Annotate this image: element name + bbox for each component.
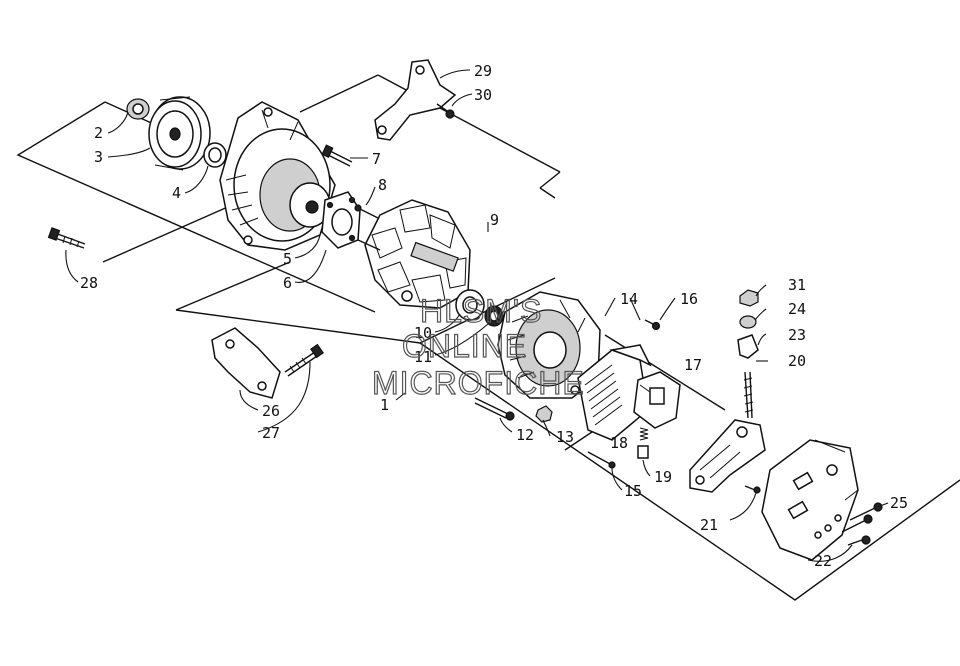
callout-28: 28 (80, 274, 98, 292)
part-28-bolt (47, 227, 86, 249)
part-13-nut (535, 405, 553, 423)
callout-1: 1 (380, 396, 389, 414)
leader-lines (65, 69, 889, 562)
callout-9: 9 (490, 211, 499, 229)
part-4-collar (203, 142, 227, 168)
callout-21: 21 (700, 516, 718, 534)
callout-3: 3 (94, 148, 103, 166)
part-26-bracket (211, 327, 281, 399)
part-22-rear-cover (761, 439, 859, 561)
watermark-line-2: ONLINE (402, 328, 527, 364)
callout-15: 15 (624, 482, 642, 500)
part-5-plate (321, 191, 361, 249)
part-30-bolt (436, 103, 455, 119)
callout-24: 24 (788, 300, 806, 318)
callout-27: 27 (262, 424, 280, 442)
part-10-bearing (455, 289, 485, 321)
watermark-line-1: HLSM'S (420, 293, 542, 329)
slip-ring-end-housing (497, 291, 601, 399)
part-27-bolt (284, 343, 324, 377)
part-29-bracket (374, 59, 457, 141)
callout-2: 2 (94, 124, 103, 142)
callout-23: 23 (788, 326, 806, 344)
callout-4: 4 (172, 184, 181, 202)
part-2-nut (126, 98, 150, 120)
part-7-bolt (321, 144, 353, 167)
part-19-brush (637, 445, 649, 459)
callout-18: 18 (610, 434, 628, 452)
callout-14: 14 (620, 290, 638, 308)
callout-7: 7 (372, 150, 381, 168)
callout-16: 16 (680, 290, 698, 308)
part-17-brush-holder (633, 371, 681, 429)
callout-5: 5 (283, 250, 292, 268)
callout-29: 29 (474, 62, 492, 80)
callout-17: 17 (684, 356, 702, 374)
part-12-bolt (474, 397, 515, 421)
callout-10: 10 (414, 324, 432, 342)
callout-30: 30 (474, 86, 492, 104)
callout-8: 8 (378, 176, 387, 194)
watermark: HLSM'S ONLINE MICROFICHE (371, 292, 585, 401)
callout-22: 22 (814, 552, 832, 570)
part-9-rotor (357, 199, 471, 309)
callout-11: 11 (414, 348, 432, 366)
callout-31: 31 (788, 276, 806, 294)
callout-26: 26 (262, 402, 280, 420)
part-16-screw (644, 319, 661, 331)
part-23-insulator (737, 334, 759, 359)
part-31-nut (739, 289, 759, 307)
callout-20: 20 (788, 352, 806, 370)
callout-6: 6 (283, 274, 292, 292)
part-3-pulley (148, 96, 211, 171)
part-15-screw (587, 451, 616, 469)
watermark-line-3: MICROFICHE (372, 365, 585, 401)
part-11-washer (484, 305, 504, 327)
part-8-screw (354, 204, 379, 219)
callout-labels: 2 3 4 5 6 7 8 9 10 11 1 12 13 14 15 16 1… (80, 62, 908, 570)
callout-12: 12 (516, 426, 534, 444)
callout-19: 19 (654, 468, 672, 486)
part-20-stud (743, 371, 754, 419)
part-21-rectifier (689, 419, 766, 494)
drive-end-housing (219, 101, 336, 251)
callout-25: 25 (890, 494, 908, 512)
part-18-spring (639, 427, 649, 441)
part-24-washer (739, 315, 757, 329)
callout-13: 13 (556, 428, 574, 446)
part-25-bolt (841, 502, 883, 546)
